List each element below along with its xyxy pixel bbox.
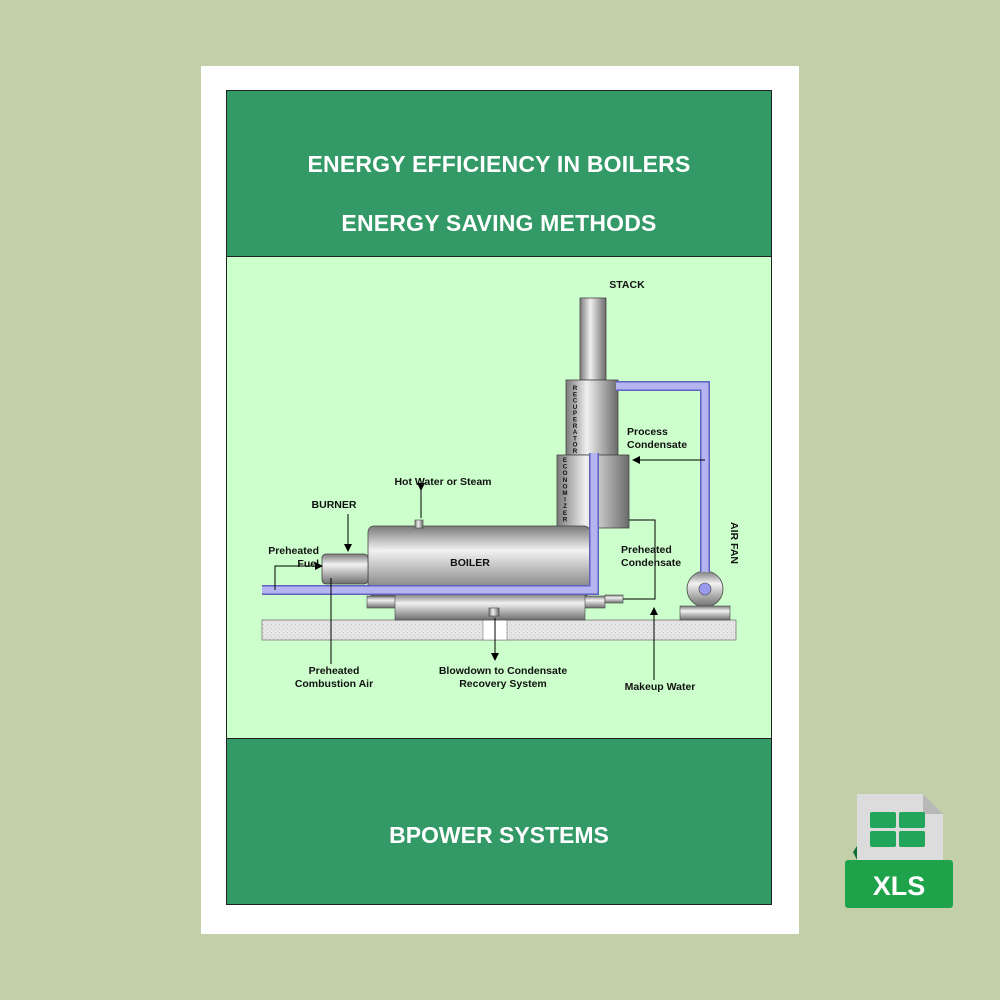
document-card: ENERGY EFFICIENCY IN BOILERS ENERGY SAVI… [201,66,799,934]
hot-water-label: Hot Water or Steam [394,476,491,488]
cover-frame: ENERGY EFFICIENCY IN BOILERS ENERGY SAVI… [226,90,772,905]
preheated-fuel-label-1: Preheated [268,545,319,557]
xls-file-icon: XLS [845,794,953,908]
stack [579,297,607,381]
makeup-inlet [604,594,624,604]
preheated-air-label-2: Combustion Air [295,678,373,690]
preheated-condensate-line [623,519,656,600]
preheated-condensate-label-2: Condensate [621,557,681,569]
page-title: ENERGY EFFICIENCY IN BOILERS [307,151,691,177]
fuel-arrow [274,562,323,590]
burner-label: BURNER [312,499,357,511]
burner [321,553,369,585]
xls-badge-label: XLS [873,871,926,901]
header-band: ENERGY EFFICIENCY IN BOILERS ENERGY SAVI… [227,91,771,257]
blowdown-label-2: Recovery System [459,678,547,690]
blowdown-valve [488,607,500,617]
air-fan-base [679,605,731,621]
company-name: BPOWER SYSTEMS [389,822,609,848]
air-fan-hub [698,582,712,596]
preheated-air-label-1: Preheated [309,665,360,677]
boiler-label: BOILER [450,557,490,569]
air-line [262,453,598,594]
makeup-water-label: Makeup Water [625,681,696,693]
page-subtitle: ENERGY SAVING METHODS [341,210,657,236]
blowdown-label-1: Blowdown to Condensate [439,665,567,677]
preheated-condensate-label-1: Preheated [621,544,672,556]
process-condensate-label-2: Condensate [627,439,687,451]
hot-water-outlet [414,519,424,529]
preheated-fuel-label-2: Fuel [297,558,319,570]
process-condensate-label-1: Process [627,426,668,438]
air-duct [616,382,709,572]
stack-label: STACK [609,279,645,291]
footer-band: BPOWER SYSTEMS [227,738,771,904]
air-fan-label: AIR FAN [728,522,740,564]
